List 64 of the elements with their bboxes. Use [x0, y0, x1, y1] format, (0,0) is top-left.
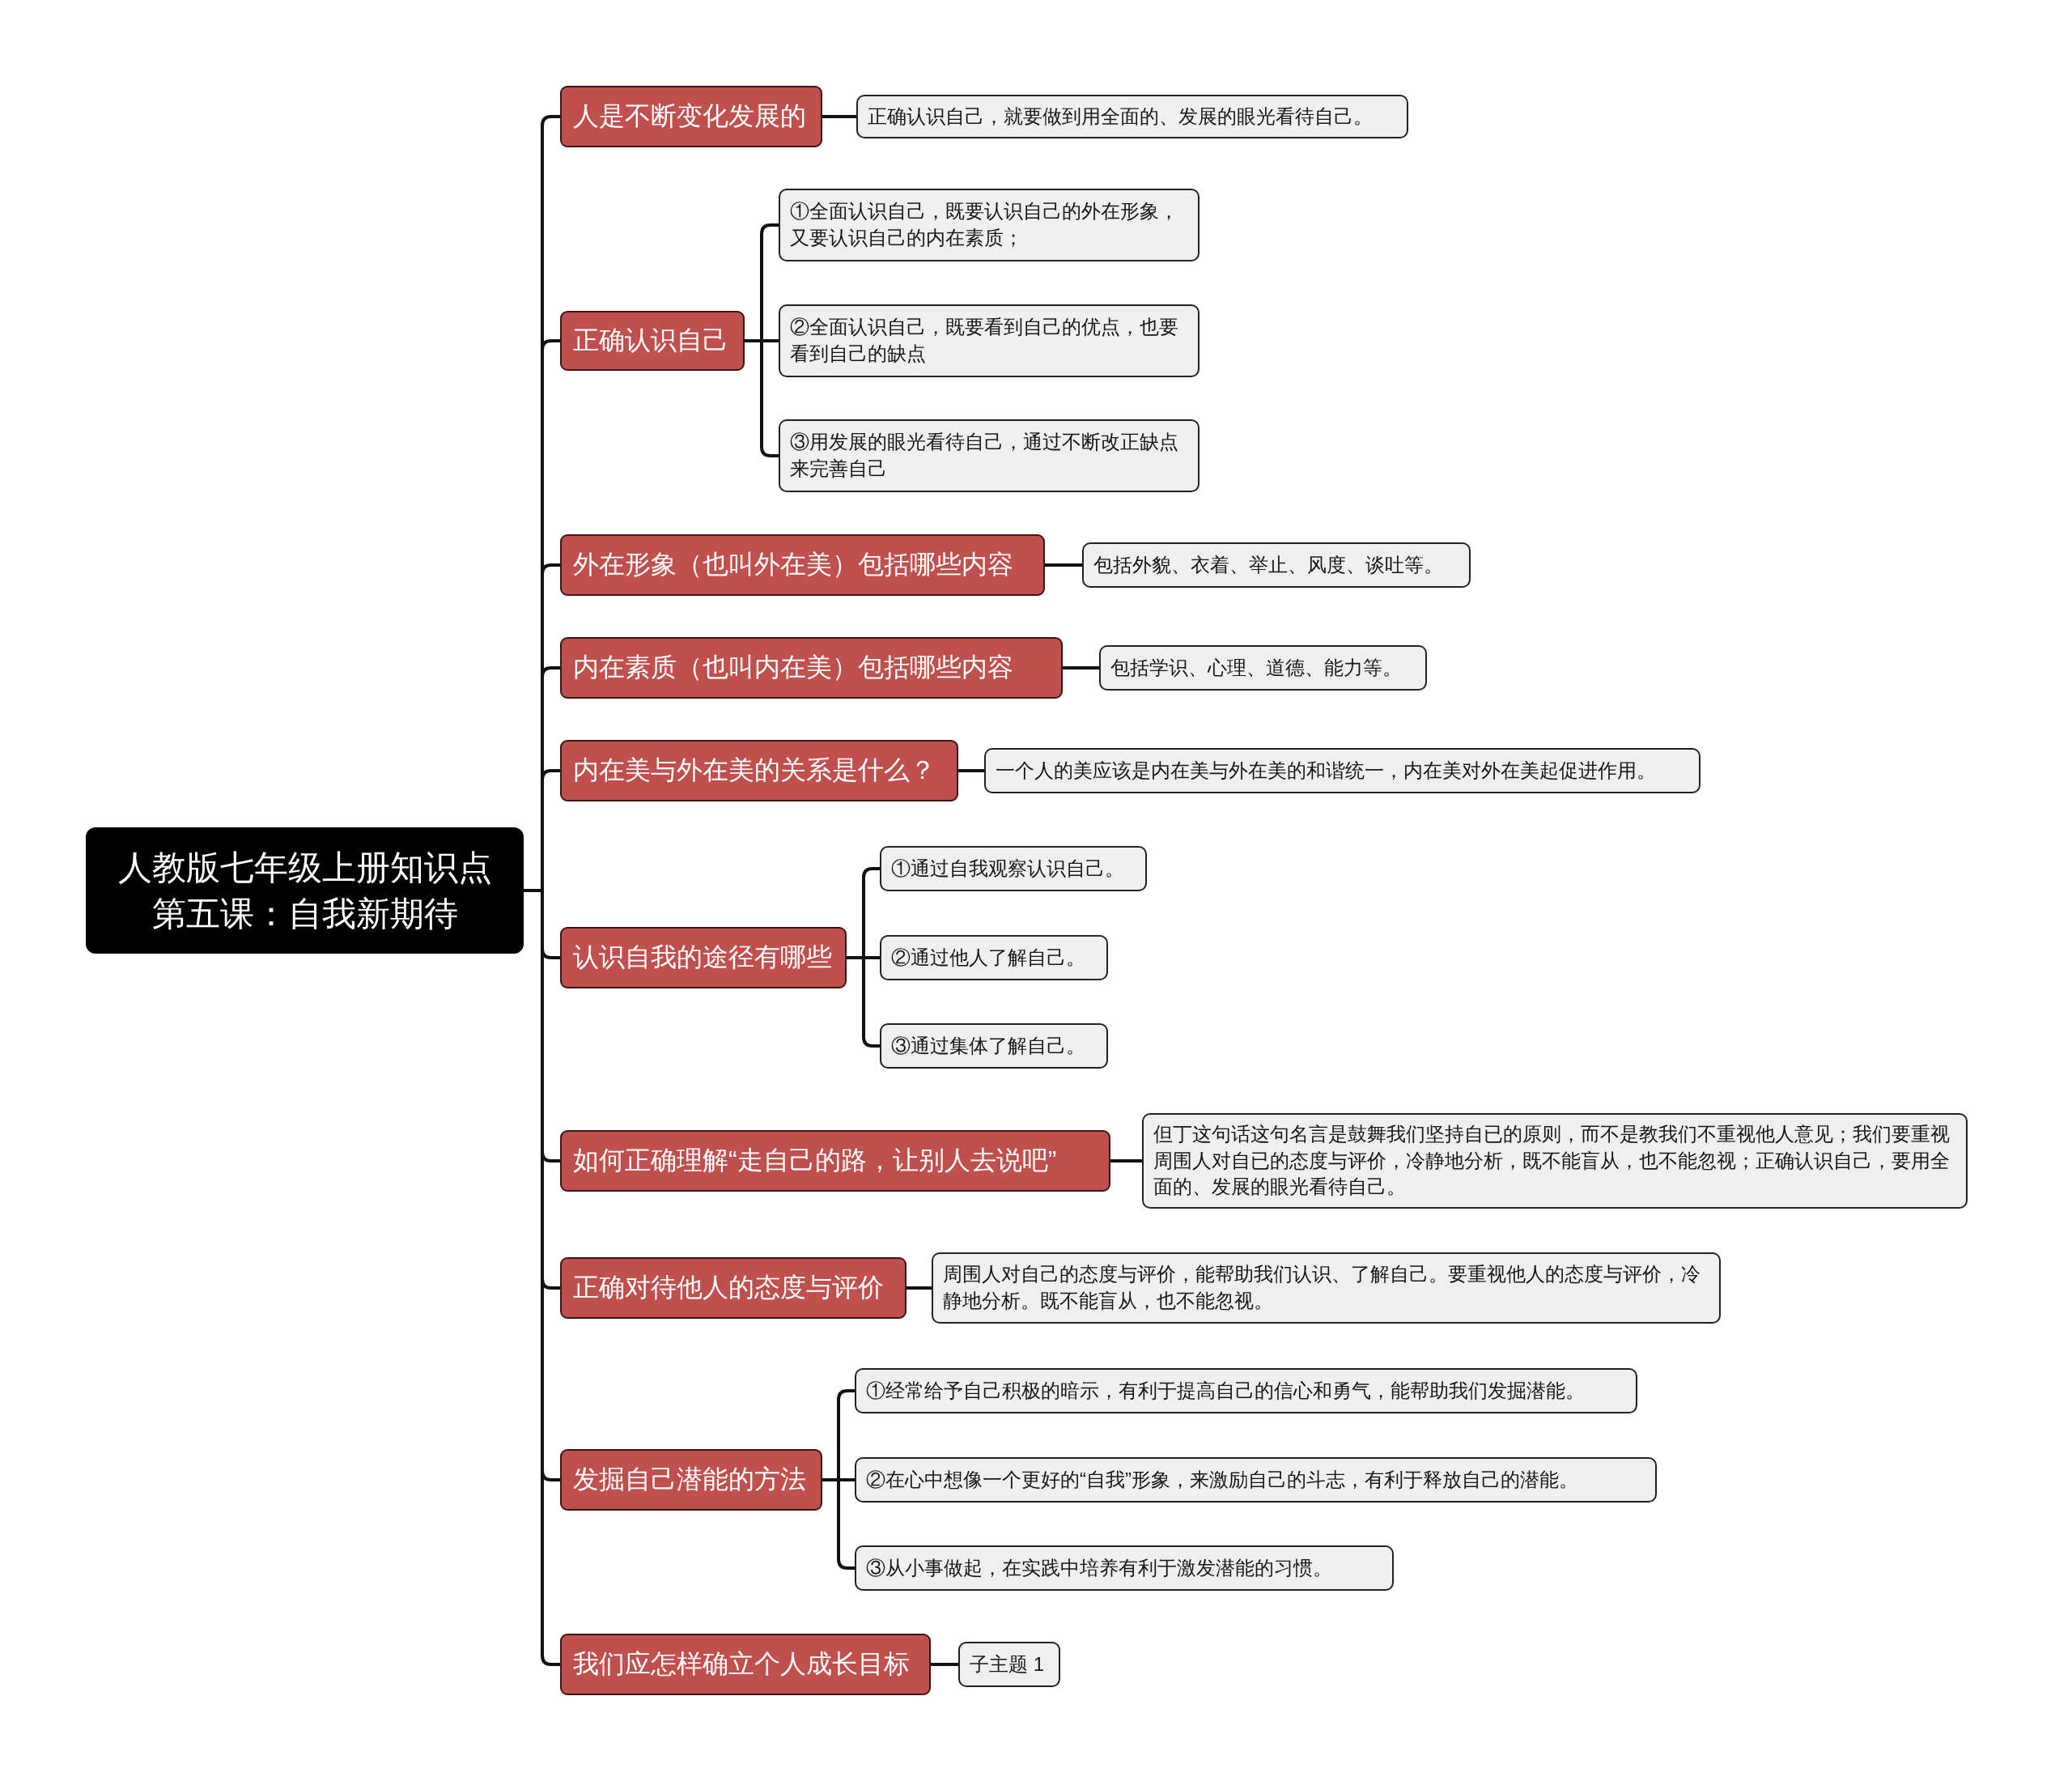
main-topic-label: 如何正确理解“走自己的路，让别人去说吧” — [573, 1145, 1057, 1177]
subtopic-box — [1082, 542, 1471, 588]
subtopic-box — [880, 1023, 1108, 1069]
subtopic-box — [855, 1457, 1657, 1503]
connector-line — [906, 1286, 932, 1290]
main-topic-label: 认识自我的途径有哪些 — [573, 942, 832, 974]
central-topic-title: 人教版七年级上册知识点 — [117, 847, 492, 888]
subtopic-text: ③通过集体了解自己。 — [891, 1033, 1085, 1058]
main-topic-label: 正确认识自己 — [573, 325, 728, 357]
subtopic-box — [1142, 1113, 1968, 1209]
connector-line — [1063, 666, 1099, 669]
main-topic-label: 内在美与外在美的关系是什么？ — [573, 754, 936, 787]
subtopic-box — [880, 935, 1108, 980]
main-topic-label: 人是不断变化发展的 — [573, 100, 806, 133]
main-topic-box — [560, 1130, 1110, 1192]
subtopic-text: ②在心中想像一个更好的“自我”形象，来激励自己的斗志，有利于释放自己的潜能。 — [866, 1467, 1578, 1492]
subtopic-box — [855, 1368, 1637, 1413]
main-topic-box — [560, 927, 847, 988]
connector-line — [1045, 563, 1082, 567]
subtopic-text: 包括学识、心理、道德、能力等。 — [1110, 655, 1402, 680]
subtopic-text: ①全面认识自己，既要认识自己的外在形象，又要认识自己的内在素质； — [790, 199, 1179, 250]
subtopic-box — [984, 748, 1700, 793]
main-topic-label: 外在形象（也叫外在美）包括哪些内容 — [573, 549, 1013, 581]
main-topic-label: 正确对待他人的态度与评价 — [573, 1272, 884, 1304]
connector-line — [847, 956, 880, 1048]
main-topic-box — [560, 1449, 822, 1511]
subtopic-text: ②通过他人了解自己。 — [891, 945, 1085, 970]
subtopic-box — [932, 1252, 1721, 1324]
central-topic-box — [86, 827, 524, 954]
main-topic-box — [560, 1257, 906, 1319]
subtopic-box — [1099, 645, 1427, 691]
main-topic-box — [560, 534, 1045, 596]
subtopic-text: ③从小事做起，在实践中培养有利于激发潜能的习惯。 — [866, 1555, 1332, 1580]
subtopic-box — [855, 1545, 1394, 1591]
subtopic-text: ②全面认识自己，既要看到自己的优点，也要看到自己的缺点 — [790, 315, 1179, 366]
subtopic-text: 包括外貌、衣着、举止、风度、谈吐等。 — [1093, 552, 1443, 577]
subtopic-box — [958, 1642, 1060, 1687]
main-topic-box — [560, 740, 958, 801]
connector-line — [931, 1663, 958, 1666]
subtopic-box — [779, 304, 1199, 377]
main-topic-box — [560, 311, 745, 371]
subtopic-box — [856, 95, 1408, 138]
subtopic-text: 一个人的美应该是内在美与外在美的和谐统一，内在美对外在美起促进作用。 — [996, 758, 1656, 783]
main-topic-label: 发掘自己潜能的方法 — [573, 1464, 806, 1496]
subtopic-text: ①通过自我观察认识自己。 — [891, 856, 1124, 881]
central-topic-title: 第五课：自我新期待 — [151, 894, 458, 934]
subtopic-box — [880, 846, 1147, 891]
subtopic-text: 但丁这句话这句名言是鼓舞我们坚持自已的原则，而不是教我们不重视他人意见；我们要重视周围人对自已的态度与评价，冷静地分析，既不能盲从，也不能忽视；正确认识自己，要用全面的、发展的眼光看待自己。 — [1153, 1122, 1951, 1200]
connector-line — [822, 115, 856, 118]
subtopic-text: ①经常给予自己积极的暗示，有利于提高自己的信心和勇气，能帮助我们发掘潜能。 — [866, 1378, 1585, 1403]
subtopic-text: 周围人对自己的态度与评价，能帮助我们认识、了解自己。要重视他人的态度与评价，冷静地分析。既不能盲从，也不能忽视。 — [943, 1262, 1701, 1313]
main-topic-box — [560, 637, 1063, 699]
main-topic-box — [560, 1634, 931, 1695]
main-topic-box — [560, 86, 822, 147]
main-topic-label: 我们应怎样确立个人成长目标 — [573, 1648, 910, 1681]
subtopic-text: ③用发展的眼光看待自己，通过不断改正缺点来完善自己 — [790, 430, 1179, 481]
subtopic-box — [779, 419, 1199, 492]
subtopic-text: 正确认识自己，就要做到用全面的、发展的眼光看待自己。 — [868, 104, 1373, 129]
subtopic-text: 子主题 1 — [970, 1651, 1044, 1677]
connector-line — [1110, 1159, 1142, 1163]
connector-line — [745, 339, 779, 457]
main-topic-label: 内在素质（也叫内在美）包括哪些内容 — [573, 652, 1013, 684]
subtopic-box — [779, 189, 1199, 261]
connector-line — [958, 769, 984, 772]
